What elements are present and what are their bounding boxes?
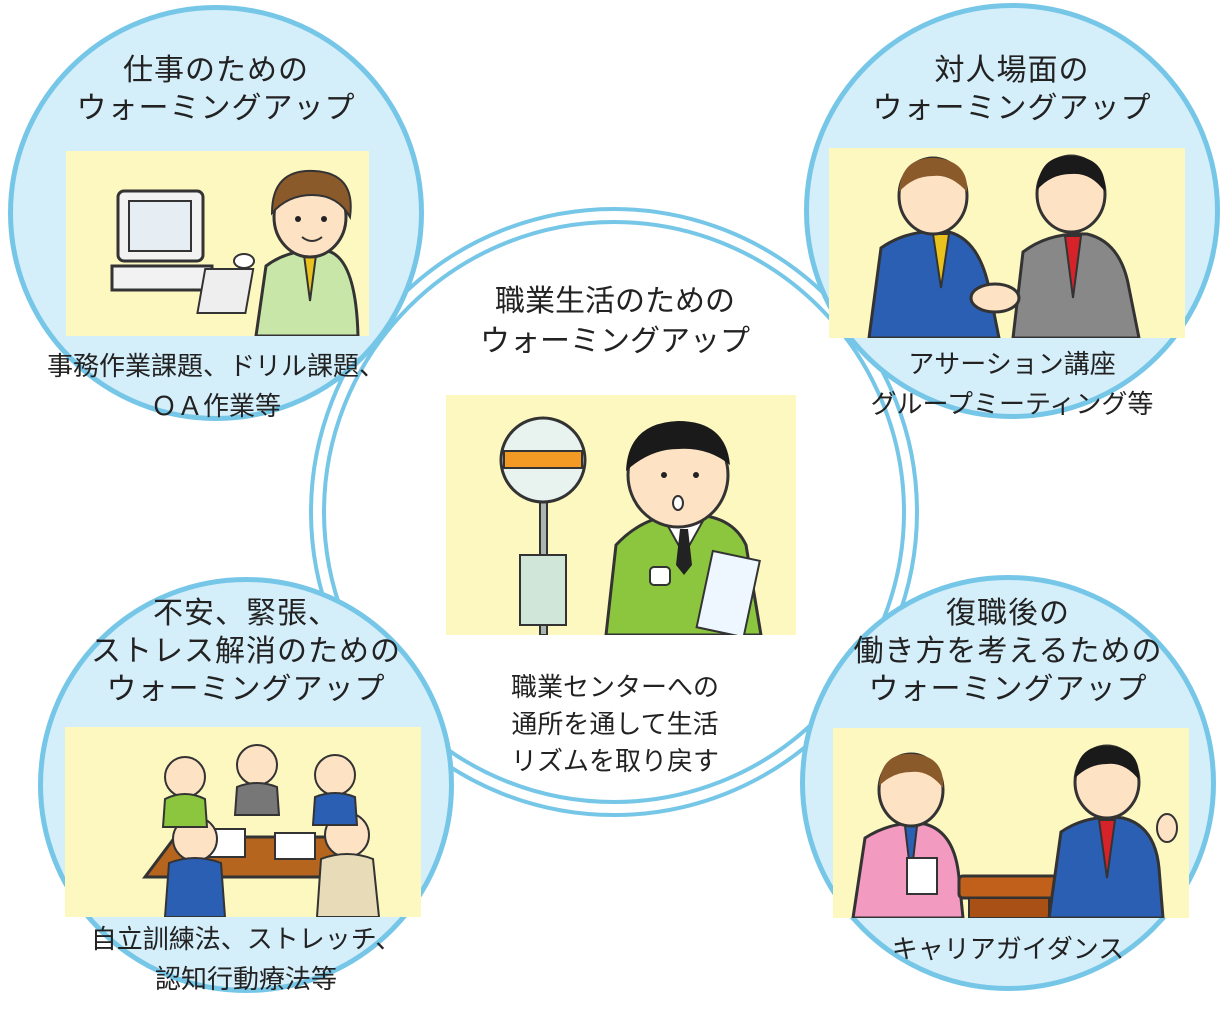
bubble-caption-line: 自立訓練法、ストレッチ、 (90, 925, 402, 955)
computer-worker-illustration (66, 151, 369, 336)
bubble-interpersonal-warmup: 対人場面の ウォーミングアップ アサーション講座 グループミーティング等 (804, 3, 1220, 420)
bubble-stress-relief-warmup: 不安、緊張、 ストレス解消のための ウォーミングアップ 自立訓練法、ストレッチ、… (38, 577, 454, 995)
bubble-title: 対人場面の ウォーミングアップ (809, 52, 1215, 128)
bubble-title-line: 対人場面の (934, 53, 1090, 88)
group-meeting-illustration (65, 727, 421, 917)
handshake-illustration (829, 148, 1185, 338)
bubble-caption-line: 事務作業課題、ドリル課題、 (46, 352, 385, 382)
bubble-caption: 自立訓練法、ストレッチ、 認知行動療法等 (43, 920, 449, 1000)
bubble-work-warmup: 仕事のための ウォーミングアップ 事務作業課題、ドリル課題、 ＯＡ作業等 (8, 5, 424, 422)
bubble-caption: キャリアガイダンス (805, 930, 1211, 970)
center-caption-line: リズムを取り戻す (510, 747, 719, 777)
bubble-title: 復職後の 働き方を考えるための ウォーミングアップ (805, 595, 1211, 709)
bubble-title-line: ウォーミングアップ (868, 672, 1148, 707)
bubble-caption: アサーション講座 グループミーティング等 (809, 345, 1215, 425)
center-caption-line: 職業センターへの (510, 673, 719, 703)
bubble-title-line: ストレス解消のための (91, 634, 401, 669)
center-title-line: 職業生活のための (495, 284, 735, 319)
bubble-title-line: 働き方を考えるための (853, 634, 1163, 669)
center-title-line: ウォーミングアップ (480, 324, 750, 359)
center-caption-line: 通所を通して生活 (511, 710, 719, 740)
bubble-caption-line: グループミーティング等 (870, 390, 1154, 420)
bubble-caption-line: キャリアガイダンス (891, 935, 1125, 965)
bubble-title-line: 仕事のための (123, 53, 309, 88)
bubble-title: 仕事のための ウォーミングアップ (13, 52, 419, 128)
center-caption: 職業センターへの 通所を通して生活 リズムを取り戻す (480, 670, 750, 781)
bubble-caption-line: 認知行動療法等 (154, 965, 337, 995)
bus-stop-illustration (446, 395, 796, 635)
bubble-title: 不安、緊張、 ストレス解消のための ウォーミングアップ (43, 595, 449, 709)
bubble-title-line: ウォーミングアップ (872, 91, 1152, 126)
career-guidance-illustration (833, 728, 1189, 918)
bubble-title-line: ウォーミングアップ (106, 672, 386, 707)
bubble-caption-line: ＯＡ作業等 (150, 392, 281, 422)
center-title: 職業生活のための ウォーミングアップ (460, 282, 770, 362)
bubble-title-line: 復職後の (946, 596, 1070, 631)
bubble-caption: 事務作業課題、ドリル課題、 ＯＡ作業等 (13, 347, 419, 427)
bubble-career-warmup: 復職後の 働き方を考えるための ウォーミングアップ キャリアガイダンス (800, 575, 1216, 991)
bubble-title-line: ウォーミングアップ (76, 91, 356, 126)
bubble-caption-line: アサーション講座 (908, 350, 1116, 380)
bubble-title-line: 不安、緊張、 (153, 596, 339, 631)
